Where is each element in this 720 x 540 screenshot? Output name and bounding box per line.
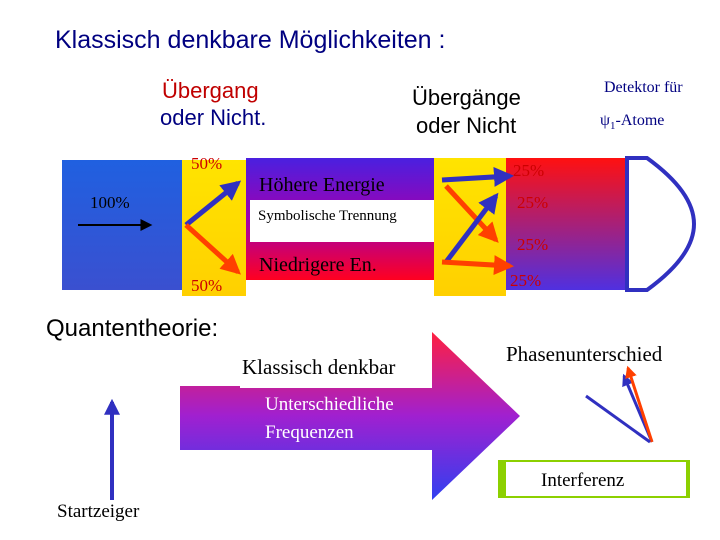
interferenz-label: Interferenz: [541, 470, 625, 491]
percent-50-bottom: 50%: [191, 276, 223, 295]
niedrigere-energie-label: Niedrigere En.: [259, 254, 377, 276]
psi-subscript: 1: [610, 120, 616, 133]
hoehere-energie-label: Höhere Energie: [259, 174, 385, 196]
detektor-label-1: Detektor für: [604, 79, 683, 96]
big-arrow-label-bg: [240, 342, 432, 388]
uebergaenge-label-2: oder Nicht: [416, 113, 517, 138]
interferenz-inner: [506, 462, 686, 496]
unterschiedliche-label-1: Unterschiedliche: [265, 394, 394, 415]
percent-25-a: 25%: [513, 161, 545, 180]
klassisch-denkbar-label: Klassisch denkbar: [242, 355, 396, 379]
arrow-upper-cross: [444, 184, 499, 243]
split-arrow-up: [184, 180, 242, 227]
uebergang-label-2: oder Nicht.: [160, 105, 267, 130]
symbolische-trennung-label: Symbolische Trennung: [258, 208, 397, 224]
percent-50-top: 50%: [191, 154, 223, 173]
arrow-upper-straight: [441, 166, 514, 187]
quantentheorie-heading: Quantentheorie:: [46, 315, 219, 342]
startzeiger-label: Startzeiger: [57, 501, 140, 522]
phase-arrow-red: [625, 365, 654, 443]
unterschiedliche-label-2: Frequenzen: [265, 422, 354, 443]
detector-shape: [625, 156, 697, 292]
interference-result-arrow: [585, 394, 651, 444]
uebergaenge-label-1: Übergänge: [412, 85, 521, 110]
percent-25-c: 25%: [517, 235, 549, 254]
arrow-lower-cross: [444, 192, 499, 264]
percent-25-d: 25%: [510, 271, 542, 290]
percent-100: 100%: [90, 193, 130, 212]
page-title: Klassisch denkbare Möglichkeiten :: [55, 26, 446, 54]
detektor-label-2: ψ1-Atome: [600, 113, 664, 132]
uebergang-label-1: Übergang: [162, 78, 259, 103]
split-arrow-down: [184, 223, 241, 275]
psi-symbol: ψ: [600, 112, 611, 129]
detector-box: [506, 158, 630, 290]
atome-label: -Atome: [615, 112, 665, 129]
symbolic-separation: [250, 200, 438, 242]
arrow-lower-straight: [441, 255, 514, 276]
phasenunterschied-label: Phasenunterschied: [506, 342, 663, 366]
big-arrow: [180, 332, 520, 500]
percent-25-b: 25%: [517, 193, 549, 212]
